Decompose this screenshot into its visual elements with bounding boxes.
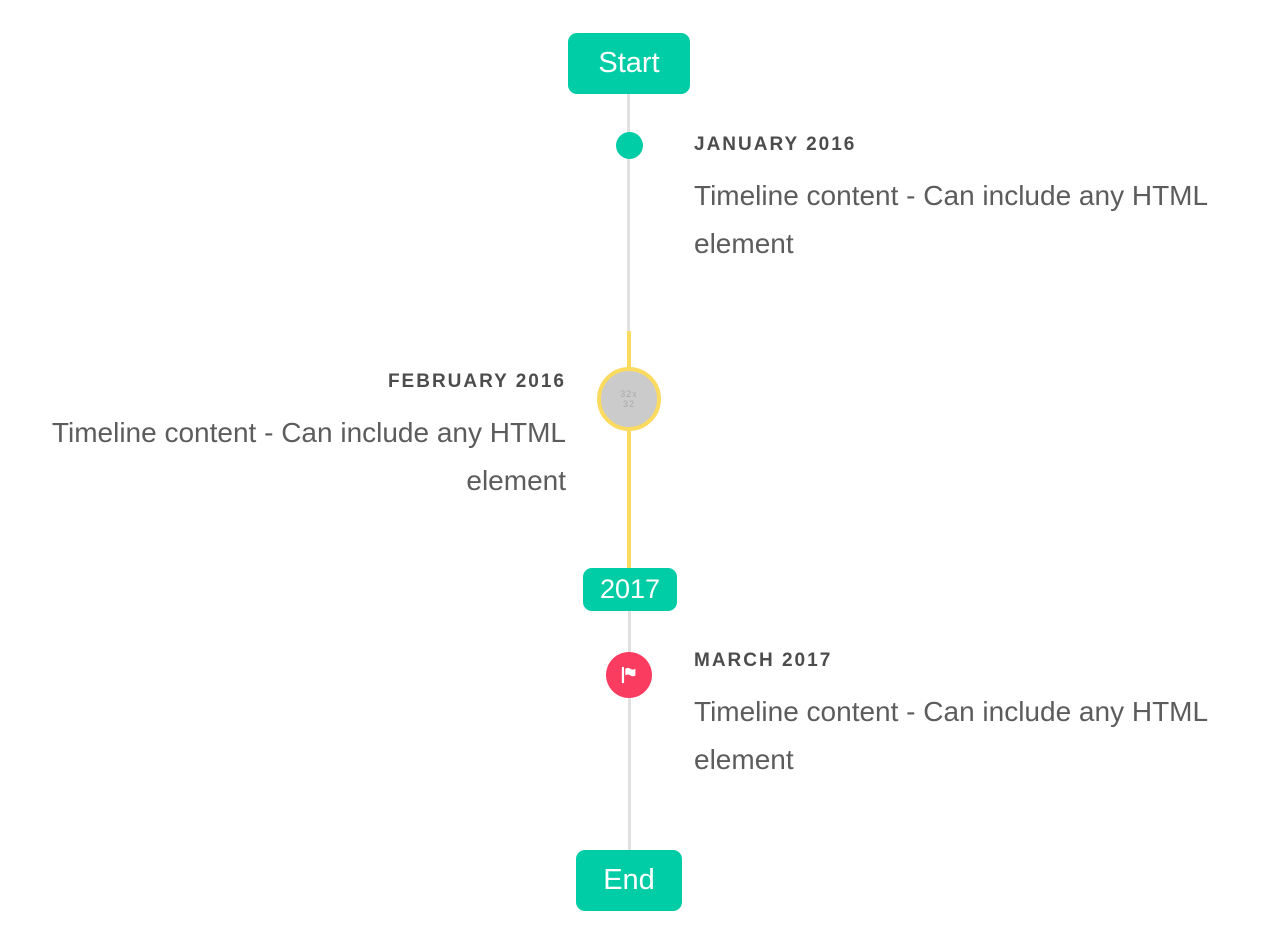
image-placeholder-text: 32x32 [620,389,638,409]
timeline-entry-january: JANUARY 2016 Timeline content - Can incl… [694,132,1224,268]
entry-content: Timeline content - Can include any HTML … [694,180,1208,259]
start-badge: Start [568,33,690,94]
timeline-line-segment-highlight [627,331,631,568]
flag-icon [618,664,640,686]
entry-title: FEBRUARY 2016 [387,371,566,392]
timeline-line-segment-top [627,90,630,331]
entry-content: Timeline content - Can include any HTML … [51,417,566,496]
year-badge: 2017 [583,568,677,611]
february-marker-image: 32x32 [597,367,661,431]
entry-title: JANUARY 2016 [694,134,857,155]
march-marker-flag [606,652,652,698]
entry-title: MARCH 2017 [694,650,833,671]
end-badge: End [576,850,682,911]
timeline-line-segment-bottom [628,611,631,851]
timeline-entry-march: MARCH 2017 Timeline content - Can includ… [694,648,1224,784]
january-marker-dot [616,132,643,159]
timeline-entry-february: FEBRUARY 2016 Timeline content - Can inc… [36,369,566,505]
entry-content: Timeline content - Can include any HTML … [694,696,1208,775]
